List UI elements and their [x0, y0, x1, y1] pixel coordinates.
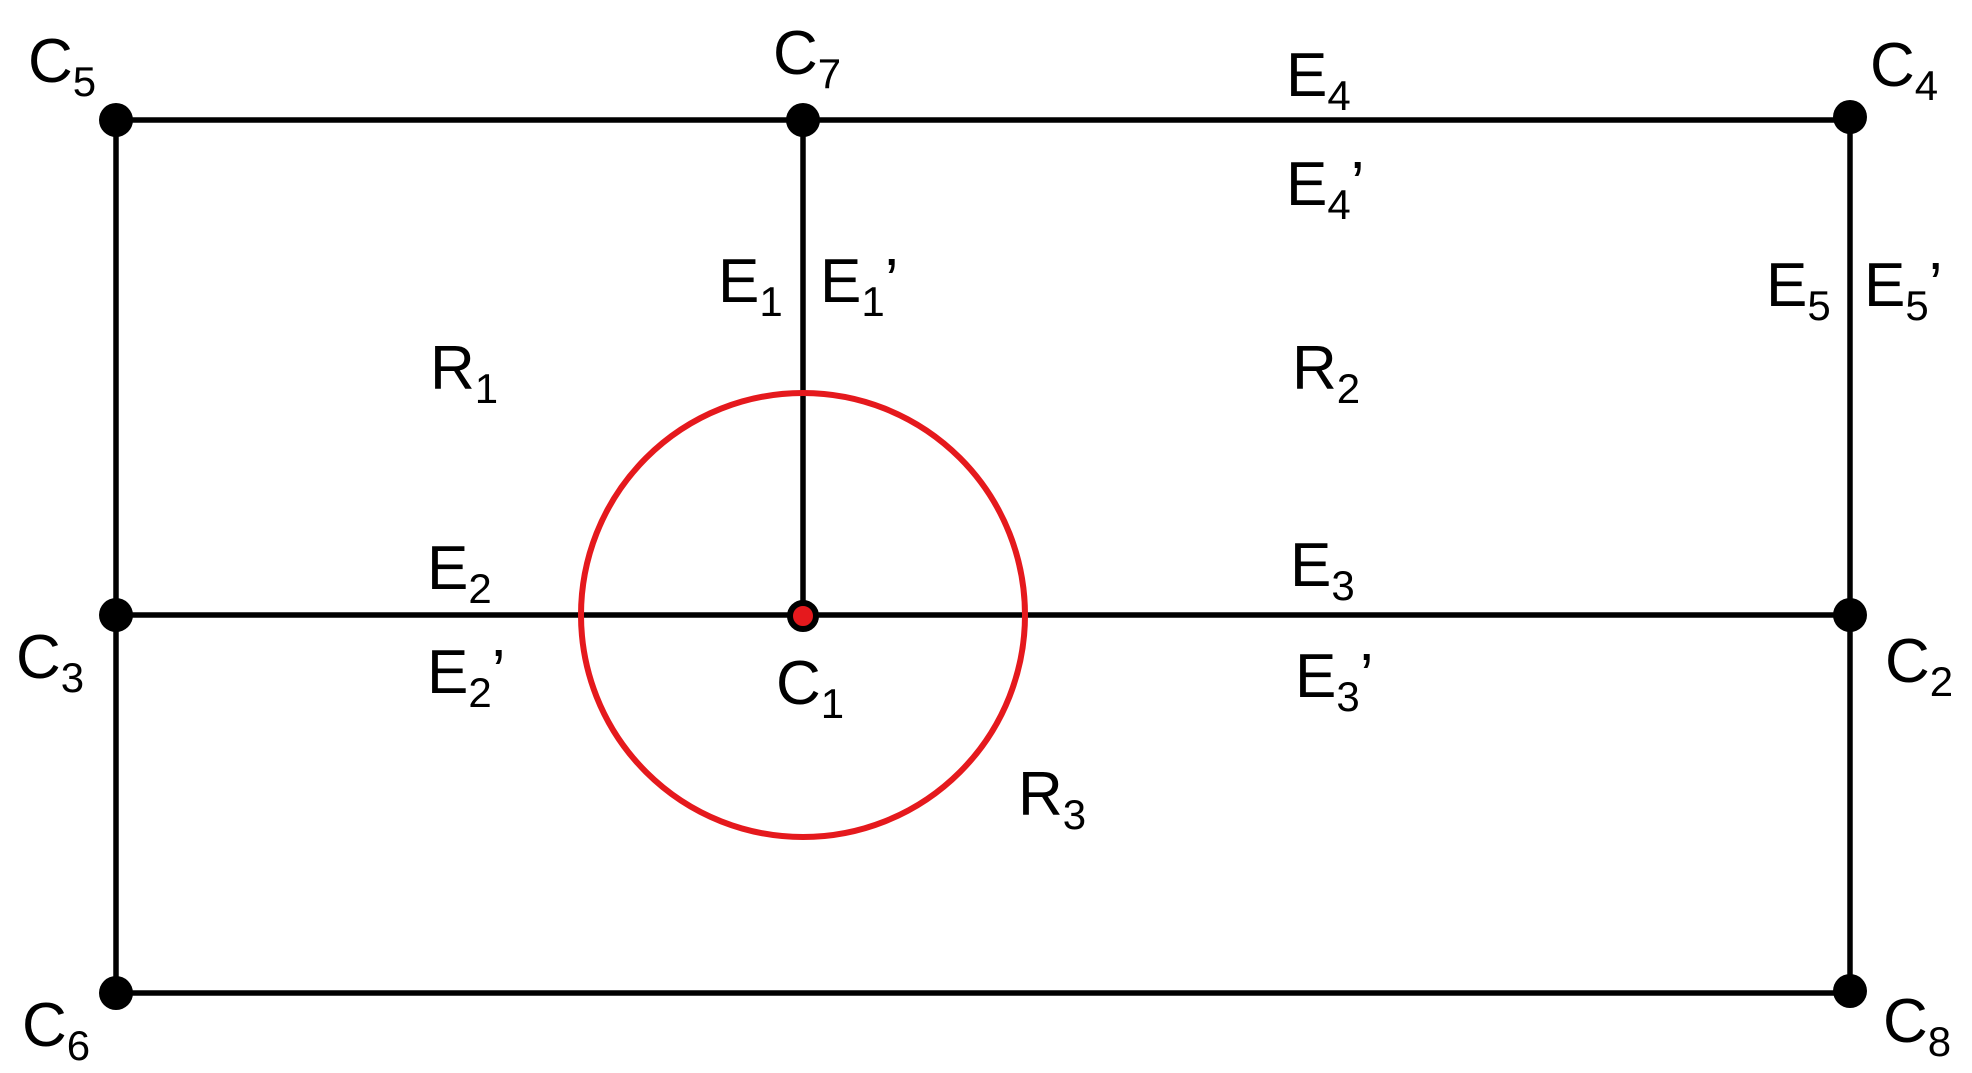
label-r3: R3: [1018, 760, 1086, 838]
label-e2-prime: E2’: [427, 638, 506, 716]
node-c5: [99, 103, 133, 137]
label-subscript: 8: [1928, 1018, 1951, 1065]
label-base: E: [1290, 531, 1331, 600]
label-base: E: [1286, 41, 1327, 110]
label-c3: C3: [16, 623, 84, 701]
label-base: E: [1864, 251, 1905, 320]
label-prime: ’: [1351, 150, 1365, 219]
label-c2: C2: [1885, 627, 1953, 705]
label-base: E: [427, 534, 468, 603]
label-e4: E4: [1286, 41, 1351, 119]
label-e5-prime: E5’: [1864, 251, 1943, 329]
label-base: R: [430, 334, 475, 403]
label-subscript: 3: [1336, 673, 1359, 720]
label-base: E: [1766, 251, 1807, 320]
label-subscript: 3: [1331, 562, 1354, 609]
label-subscript: 2: [1930, 658, 1953, 705]
label-e2: E2: [427, 534, 492, 612]
label-subscript: 3: [61, 654, 84, 701]
label-subscript: 4: [1327, 72, 1350, 119]
label-subscript: 4: [1327, 181, 1350, 228]
label-e3: E3: [1290, 531, 1355, 609]
node-c4: [1833, 100, 1867, 134]
label-r1: R1: [430, 334, 498, 412]
label-prime: ’: [885, 247, 899, 316]
label-base: C: [1883, 987, 1928, 1056]
region-r3-circle: [578, 390, 1028, 840]
label-base: C: [28, 27, 73, 96]
label-prime: ’: [1360, 642, 1374, 711]
label-base: R: [1018, 760, 1063, 829]
label-base: C: [773, 19, 818, 88]
label-base: C: [1870, 31, 1915, 100]
label-base: E: [427, 638, 468, 707]
label-base: E: [718, 247, 759, 316]
label-base: C: [776, 649, 821, 718]
label-prime: ’: [1929, 251, 1943, 320]
label-base: C: [16, 623, 61, 692]
label-subscript: 2: [468, 669, 491, 716]
label-subscript: 1: [861, 278, 884, 325]
label-e3-prime: E3’: [1295, 642, 1374, 720]
label-subscript: 1: [475, 365, 498, 412]
label-e5: E5: [1766, 251, 1831, 329]
label-subscript: 5: [1807, 282, 1830, 329]
label-base: E: [1295, 642, 1336, 711]
label-base: C: [1885, 627, 1930, 696]
label-base: E: [820, 247, 861, 316]
label-subscript: 4: [1915, 62, 1938, 109]
label-c8: C8: [1883, 987, 1951, 1065]
label-subscript: 1: [821, 680, 844, 727]
node-c1: [787, 600, 819, 632]
label-prime: ’: [492, 638, 506, 707]
label-subscript: 6: [67, 1022, 90, 1069]
label-c5: C5: [28, 27, 96, 105]
label-base: R: [1292, 334, 1337, 403]
label-e1: E1: [718, 247, 783, 325]
label-r2: R2: [1292, 334, 1360, 412]
label-e4-prime: E4’: [1286, 150, 1365, 228]
label-c1: C1: [776, 649, 844, 727]
node-c8: [1833, 974, 1867, 1008]
node-c3: [99, 598, 133, 632]
label-base: C: [22, 991, 67, 1060]
label-base: E: [1286, 150, 1327, 219]
label-subscript: 2: [468, 565, 491, 612]
label-e1-prime: E1’: [820, 247, 899, 325]
label-subscript: 2: [1337, 365, 1360, 412]
label-subscript: 3: [1063, 791, 1086, 838]
label-subscript: 5: [1905, 282, 1928, 329]
label-subscript: 7: [818, 50, 841, 97]
node-c7: [786, 103, 820, 137]
label-subscript: 5: [73, 58, 96, 105]
label-subscript: 1: [759, 278, 782, 325]
label-c6: C6: [22, 991, 90, 1069]
node-c2: [1833, 598, 1867, 632]
label-c4: C4: [1870, 31, 1938, 109]
label-c7: C7: [773, 19, 841, 97]
node-c6: [99, 976, 133, 1010]
